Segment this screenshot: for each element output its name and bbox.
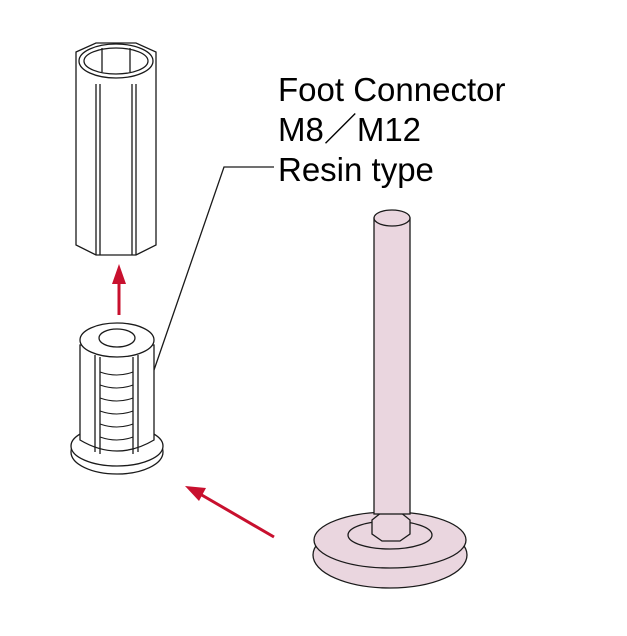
title-line-2: M8／M12 — [278, 111, 422, 148]
arrow-diagonal-icon — [185, 486, 275, 539]
foot-connector-part — [70, 322, 164, 475]
title-line-3: Resin type — [278, 151, 434, 188]
arrow-up-icon — [112, 264, 126, 315]
pipe-part — [75, 42, 157, 256]
title-line-1: Foot Connector — [278, 71, 506, 108]
leader-line — [153, 166, 274, 371]
leveling-foot-part — [312, 209, 468, 589]
